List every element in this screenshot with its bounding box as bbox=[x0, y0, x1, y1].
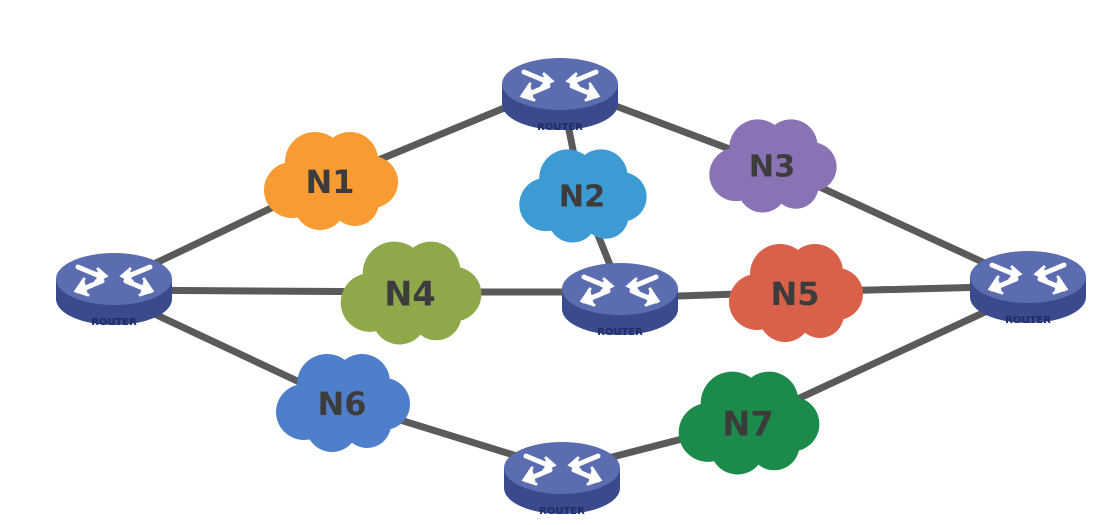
router-icon bbox=[56, 253, 172, 325]
network-label-n5: N5 bbox=[770, 275, 819, 313]
network-label-n2: N2 bbox=[559, 179, 606, 214]
router-icon bbox=[502, 58, 618, 130]
network-label-n3: N3 bbox=[749, 149, 796, 184]
network-cloud-n5: N5 bbox=[729, 244, 863, 342]
router-icon bbox=[970, 251, 1086, 323]
network-label-n4: N4 bbox=[384, 275, 435, 314]
network-cloud-n2: N2 bbox=[519, 149, 647, 243]
router-r2: ROUTER bbox=[502, 58, 618, 133]
network-label-n6: N6 bbox=[317, 385, 366, 423]
network-label-n7: N7 bbox=[722, 405, 773, 444]
router-icon bbox=[562, 263, 678, 335]
router-icon bbox=[504, 442, 620, 514]
network-cloud-n1: N1 bbox=[264, 132, 398, 230]
network-cloud-n6: N6 bbox=[276, 354, 410, 452]
network-cloud-n3: N3 bbox=[709, 119, 837, 213]
router-r5: ROUTER bbox=[504, 442, 620, 517]
router-r1: ROUTER bbox=[56, 253, 172, 328]
router-label: ROUTER bbox=[91, 317, 137, 328]
router-label: ROUTER bbox=[539, 506, 585, 517]
router-label: ROUTER bbox=[1005, 315, 1051, 326]
router-r4: ROUTER bbox=[970, 251, 1086, 326]
network-label-n1: N1 bbox=[305, 163, 354, 201]
network-cloud-n7: N7 bbox=[678, 371, 820, 475]
network-cloud-n4: N4 bbox=[340, 241, 482, 345]
router-label: ROUTER bbox=[537, 122, 583, 133]
router-r3: ROUTER bbox=[562, 263, 678, 338]
router-label: ROUTER bbox=[597, 327, 643, 338]
